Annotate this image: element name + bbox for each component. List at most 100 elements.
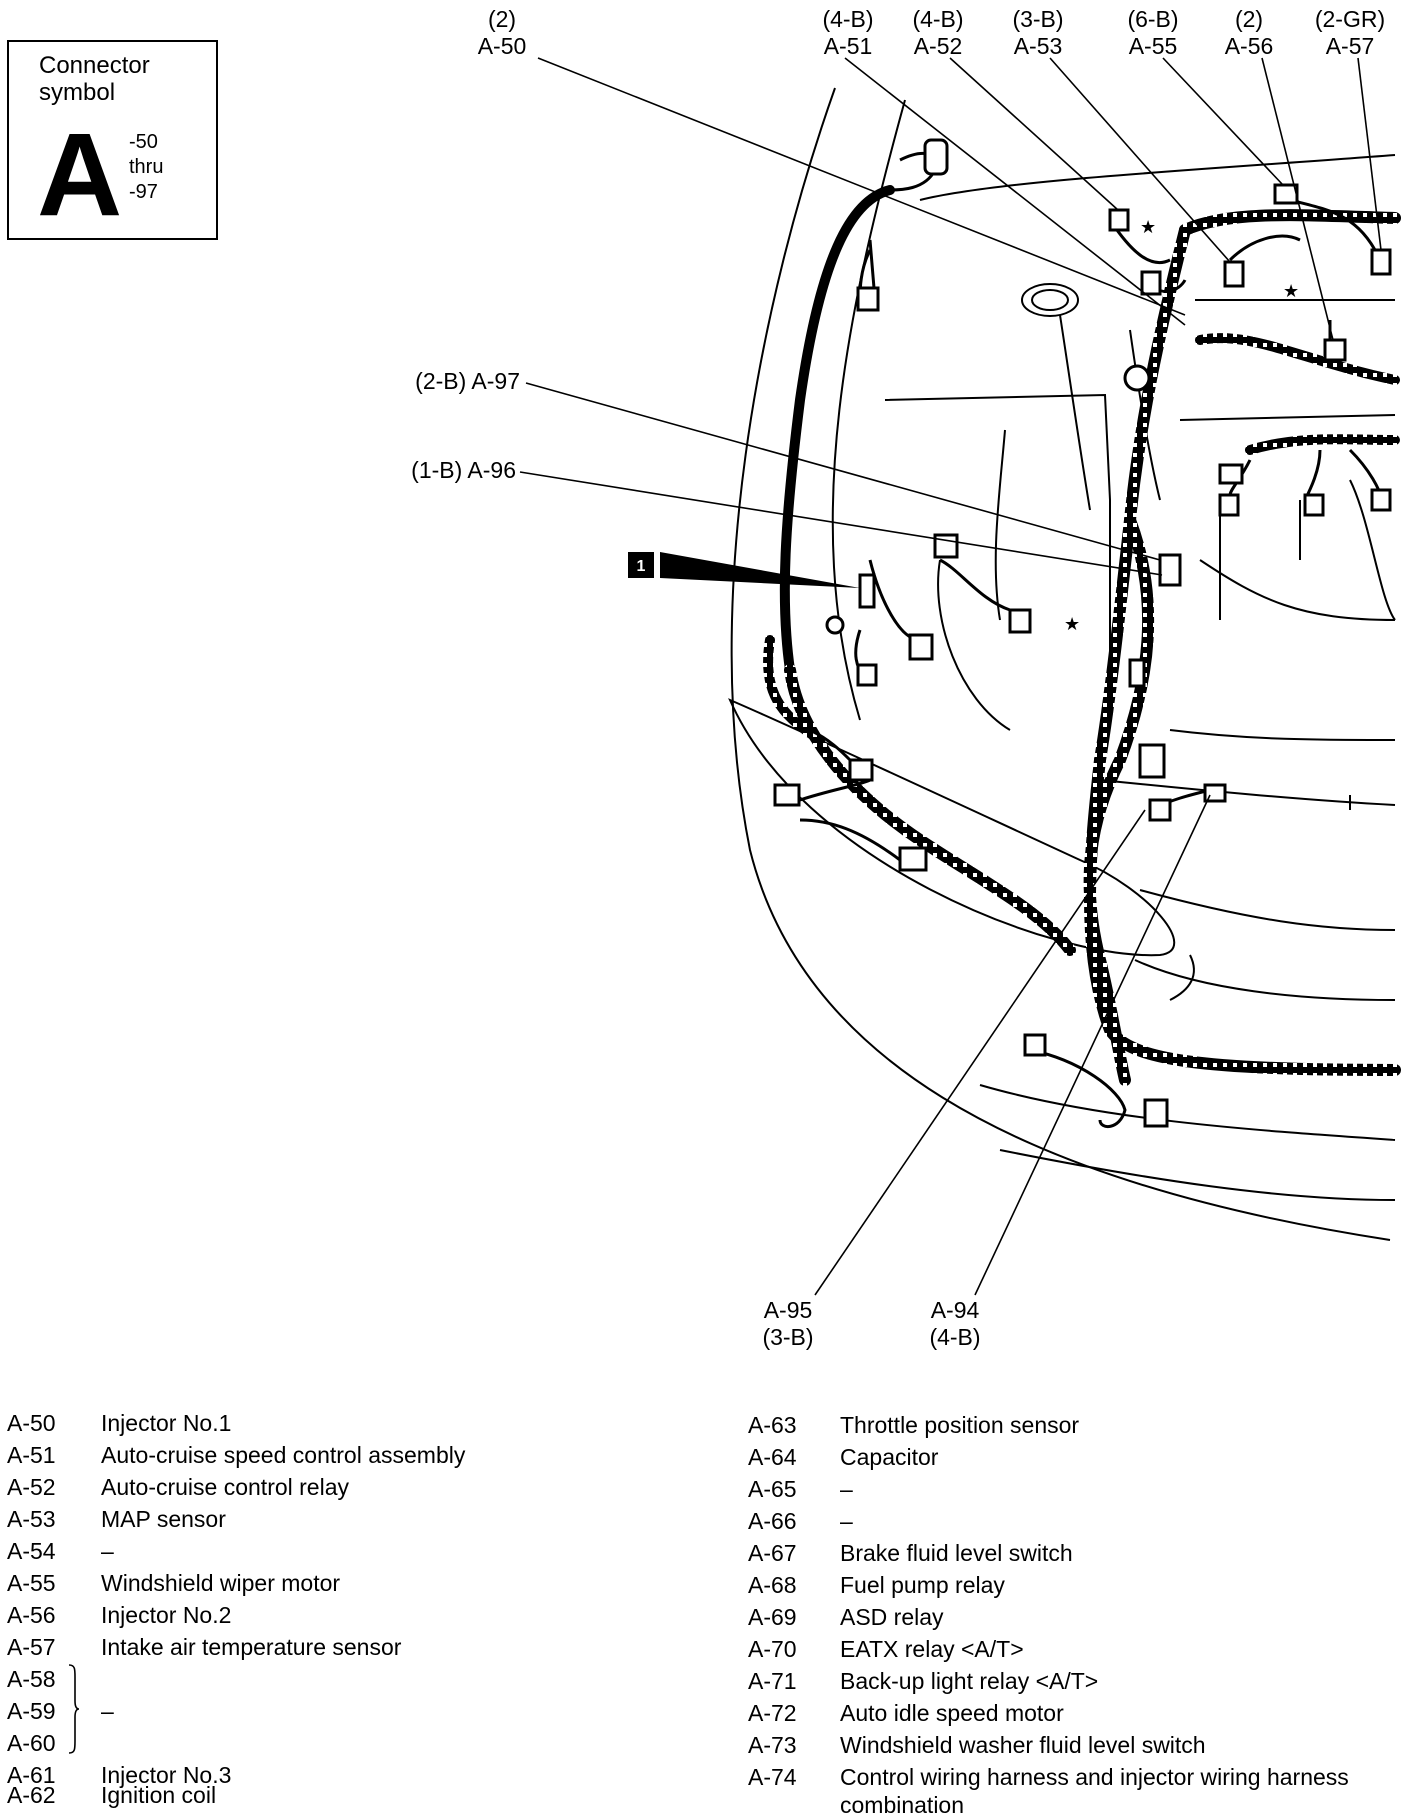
connector-desc: – bbox=[101, 1538, 114, 1564]
connector-desc: Injector No.1 bbox=[101, 1410, 232, 1436]
leader-a52 bbox=[949, 57, 1119, 211]
connector-a51-plug bbox=[923, 138, 949, 176]
connector-a68-body bbox=[1218, 493, 1240, 517]
leader-lines bbox=[519, 57, 1382, 1296]
callout-a95-id: A-95 bbox=[764, 1297, 813, 1323]
callout-a50-id: A-50 bbox=[478, 33, 527, 59]
connector-id: A-56 bbox=[7, 1602, 56, 1628]
connector-id: A-72 bbox=[748, 1700, 797, 1726]
connector-desc: Auto-cruise control relay bbox=[101, 1474, 349, 1500]
connector-id: A-66 bbox=[748, 1508, 797, 1534]
connector-id: A-70 bbox=[748, 1636, 797, 1662]
connector-symbol-legend: Connector symbol A -50 thru -97 bbox=[7, 40, 218, 240]
connector-id: A-58 bbox=[7, 1666, 56, 1692]
wiring-harness bbox=[763, 185, 1401, 1086]
connector-a63-body bbox=[908, 633, 934, 661]
connector-id: A-74 bbox=[748, 1764, 797, 1790]
legend-range-end: -97 bbox=[129, 181, 158, 203]
connector-id: A-65 bbox=[748, 1476, 797, 1502]
star-marker: ★ bbox=[1140, 217, 1156, 238]
connector-item1-body bbox=[858, 573, 876, 609]
connector-desc: Injector No.2 bbox=[101, 1602, 232, 1628]
connector-desc: – bbox=[101, 1698, 114, 1724]
connector-desc: Intake air temperature sensor bbox=[101, 1634, 402, 1660]
legend-range-thru: thru bbox=[129, 156, 164, 178]
connector-a61-body bbox=[848, 758, 874, 782]
legend-range: -50 thru -97 bbox=[129, 130, 163, 205]
callout-a50-spec: (2) bbox=[488, 6, 516, 32]
connector-a64-body bbox=[933, 533, 959, 559]
vehicle-body-outline bbox=[728, 87, 1396, 1241]
connector-id: A-59 bbox=[7, 1698, 56, 1724]
callout-a52-id: A-52 bbox=[914, 33, 963, 59]
connector-desc: Control wiring harness and injector wiri… bbox=[840, 1764, 1349, 1818]
connector-desc: Brake fluid level switch bbox=[840, 1540, 1073, 1566]
connector-desc: Windshield wiper motor bbox=[101, 1570, 341, 1596]
connector-id: A-61 bbox=[7, 1762, 56, 1788]
connector-desc: Throttle position sensor bbox=[840, 1412, 1080, 1438]
connector-id: A-73 bbox=[748, 1732, 797, 1758]
connector-a55-body bbox=[1273, 183, 1299, 205]
grommet bbox=[825, 615, 845, 635]
connectors bbox=[773, 138, 1392, 1128]
connector-a51-body bbox=[1140, 270, 1162, 296]
callout-a95-spec: (3-B) bbox=[762, 1324, 813, 1350]
callout-a94-id: A-94 bbox=[931, 1297, 980, 1323]
legend-title: Connector symbol bbox=[39, 52, 150, 106]
connector-desc: ASD relay bbox=[840, 1604, 944, 1630]
connector-a69-body bbox=[1303, 493, 1325, 517]
connector-desc: Windshield washer fluid level switch bbox=[840, 1732, 1206, 1758]
callout-a55-spec: (6-B) bbox=[1127, 6, 1178, 32]
connector-id: A-62 bbox=[7, 1782, 56, 1808]
connector-a60-body bbox=[898, 846, 928, 872]
connector-a58-body bbox=[1023, 1033, 1047, 1057]
connector-a94-body bbox=[1138, 743, 1166, 779]
connector-a95-body bbox=[1148, 798, 1172, 822]
connector-a53-body bbox=[1223, 260, 1245, 288]
callout-a56-spec: (2) bbox=[1235, 6, 1263, 32]
callout-a52-spec: (4-B) bbox=[912, 6, 963, 32]
connector-id: A-60 bbox=[7, 1730, 56, 1756]
connector-desc: Fuel pump relay bbox=[840, 1572, 1005, 1598]
connector-a74-body bbox=[1203, 783, 1227, 803]
callout-a53-spec: (3-B) bbox=[1012, 6, 1063, 32]
callout-a55-id: A-55 bbox=[1129, 33, 1178, 59]
connector-id: A-55 bbox=[7, 1570, 56, 1596]
connector-desc: EATX relay <A/T> bbox=[840, 1636, 1024, 1662]
connector-a52-plug bbox=[1108, 208, 1130, 232]
leader-a97 bbox=[525, 382, 1161, 561]
group-brace bbox=[68, 1664, 80, 1754]
connector-id: A-64 bbox=[748, 1444, 797, 1470]
callout-a97: (2-B) A-97 bbox=[415, 368, 520, 394]
callout-a56-id: A-56 bbox=[1225, 33, 1274, 59]
connector-a73-body bbox=[856, 663, 878, 687]
connector-id: A-51 bbox=[7, 1442, 56, 1468]
wire-pigtails bbox=[799, 151, 1384, 1129]
connector-a96-body bbox=[1158, 553, 1182, 587]
connector-desc: – bbox=[840, 1476, 853, 1502]
connector-id: A-52 bbox=[7, 1474, 56, 1500]
leader-a53 bbox=[1049, 57, 1231, 263]
callout-a51-id: A-51 bbox=[824, 33, 873, 59]
callout-a57-spec: (2-GR) bbox=[1315, 6, 1385, 32]
connector-a62-body bbox=[773, 783, 801, 807]
connector-desc: Ignition coil bbox=[101, 1782, 217, 1808]
callout-a96: (1-B) A-96 bbox=[411, 457, 516, 483]
grommet bbox=[1123, 364, 1151, 392]
connector-id: A-68 bbox=[748, 1572, 797, 1598]
connector-desc: Auto idle speed motor bbox=[840, 1700, 1064, 1726]
connector-a59-body bbox=[1143, 1098, 1169, 1128]
leader-a51 bbox=[844, 57, 1186, 326]
connector-a97-plug bbox=[856, 286, 880, 312]
connector-a57-body bbox=[1370, 248, 1392, 276]
connector-id: A-57 bbox=[7, 1634, 56, 1660]
leader-a56 bbox=[1261, 57, 1334, 341]
star-markers: ★ ★ ★ bbox=[1064, 217, 1299, 635]
connector-desc: Capacitor bbox=[840, 1444, 939, 1470]
leader-a55 bbox=[1162, 57, 1284, 186]
connector-a72-body bbox=[1008, 608, 1032, 634]
connector-id: A-63 bbox=[748, 1412, 797, 1438]
connector-desc: Injector No.3 bbox=[101, 1762, 232, 1788]
connector-id: A-53 bbox=[7, 1506, 56, 1532]
